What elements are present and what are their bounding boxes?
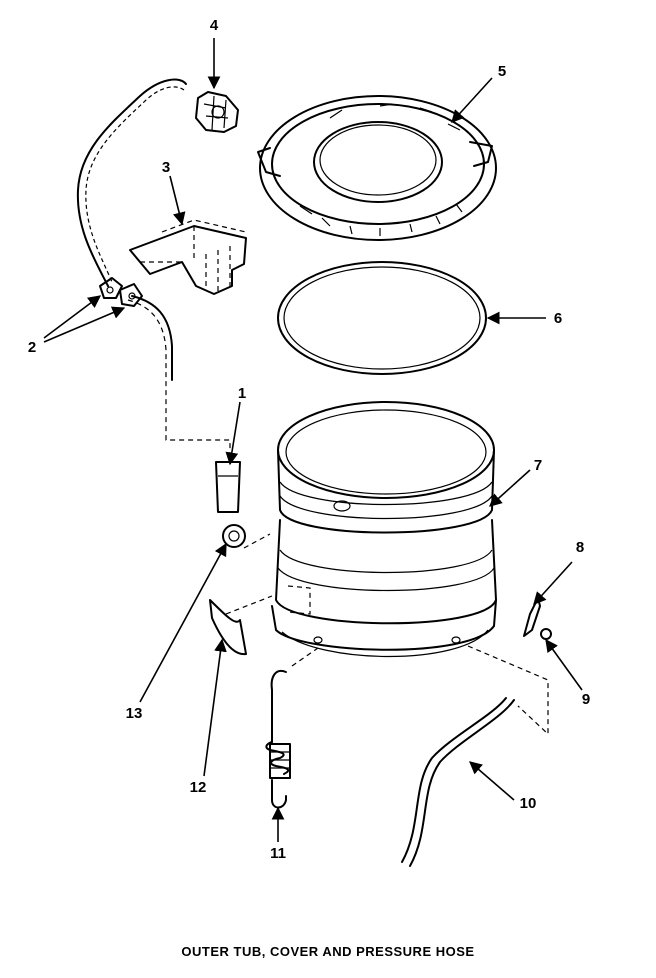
- part-2-hose-clamps: [99, 277, 143, 307]
- callout-11: 11: [270, 845, 286, 862]
- part-10-rod: [401, 645, 549, 867]
- part-13-grommet: [222, 524, 271, 549]
- callout-6: 6: [554, 310, 562, 327]
- callout-5: 5: [498, 63, 506, 80]
- part-7-outer-tub: [271, 401, 497, 658]
- part-1-hose-fitting: [215, 461, 241, 513]
- part-6-gasket-ring: [277, 261, 487, 375]
- callout-12: 12: [190, 779, 207, 796]
- leader-lines: [43, 38, 583, 842]
- part-5-tub-cover: [257, 95, 497, 241]
- callout-2: 2: [28, 339, 36, 356]
- part-3-bracket: [129, 219, 247, 295]
- callout-8: 8: [576, 539, 584, 556]
- callout-3: 3: [162, 159, 170, 176]
- part-11-spring: [265, 647, 319, 809]
- diagram-caption: OUTER TUB, COVER AND PRESSURE HOSE: [181, 944, 475, 959]
- part-9-screw: [540, 628, 552, 640]
- callout-1: 1: [238, 385, 246, 402]
- callout-9: 9: [582, 691, 590, 708]
- callout-13: 13: [126, 705, 143, 722]
- part-12-shield: [209, 595, 273, 656]
- part-4-valve: [195, 91, 239, 133]
- pressure-hose: [76, 78, 231, 462]
- part-8-clip: [523, 597, 541, 637]
- callout-7: 7: [534, 457, 542, 474]
- callout-10: 10: [520, 795, 537, 812]
- callout-4: 4: [210, 17, 219, 34]
